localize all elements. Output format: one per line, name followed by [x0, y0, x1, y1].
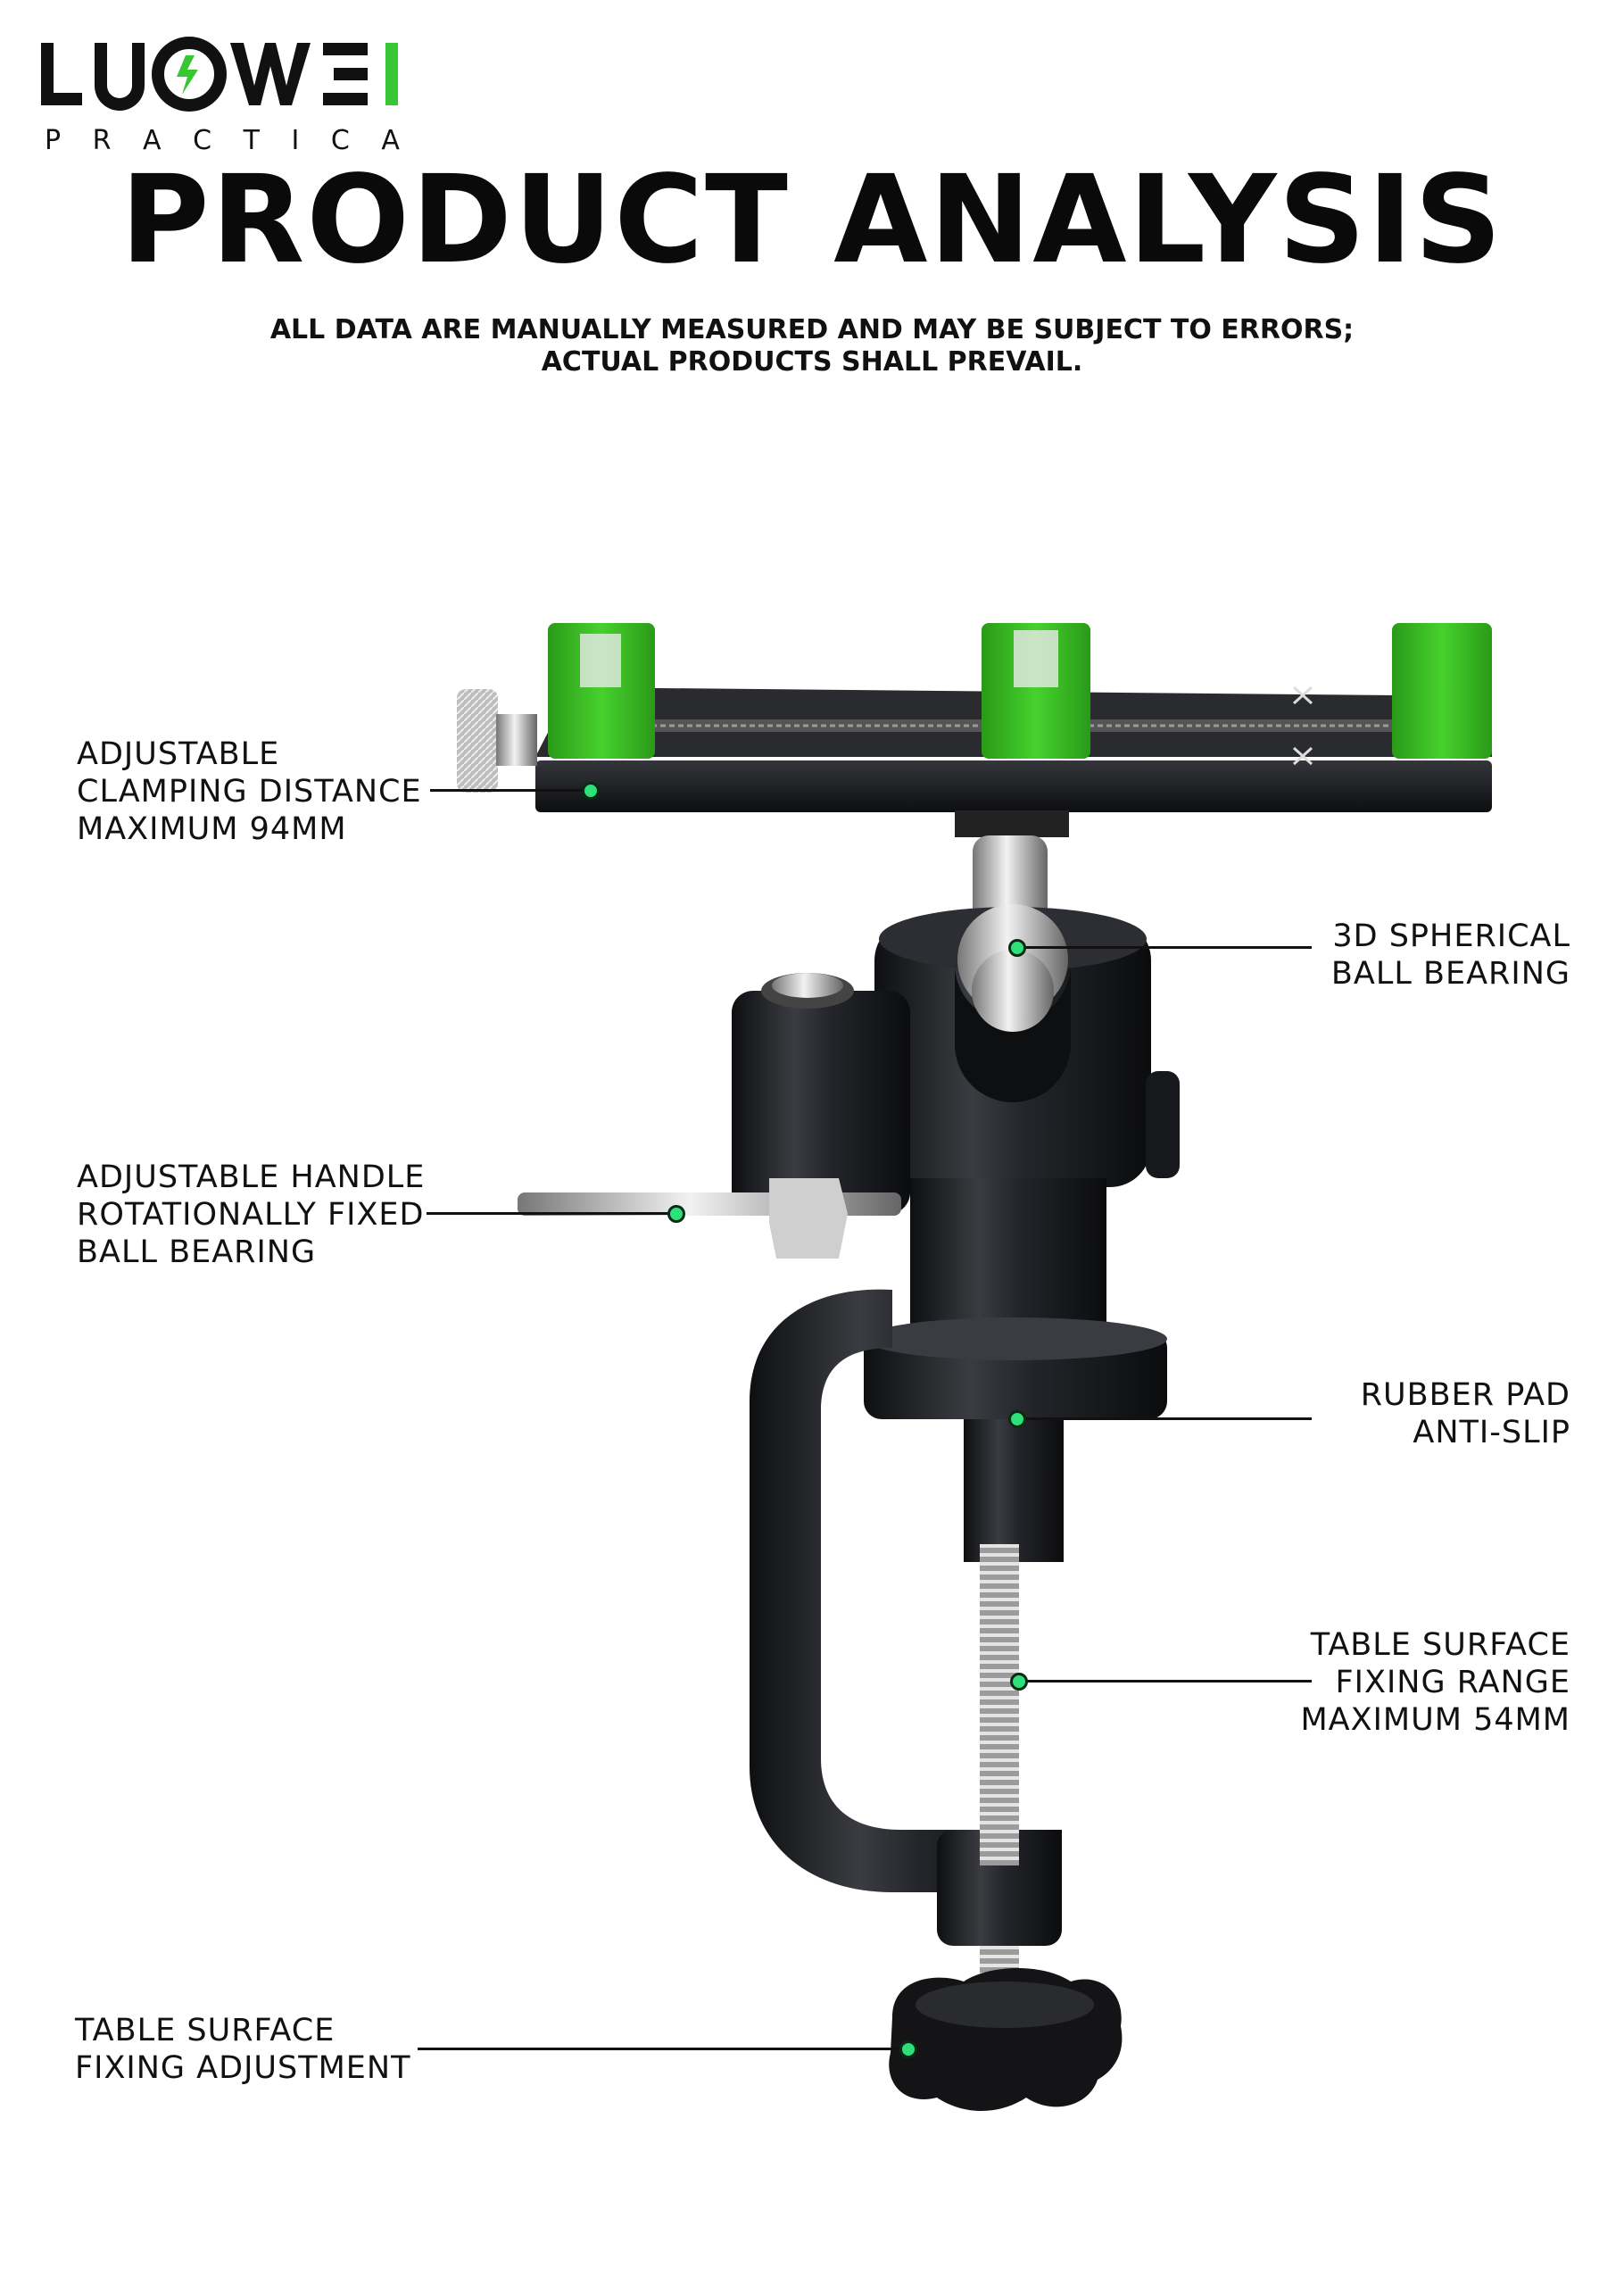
handle-block — [518, 973, 910, 1259]
marker-dot-fixing-adjustment — [899, 2040, 917, 2058]
disclaimer: ALL DATA ARE MANUALLY MEASURED AND MAY B… — [0, 314, 1624, 378]
tagline-letter: R — [92, 125, 113, 156]
tagline-letter: T — [243, 125, 261, 156]
callout-line-ball-bearing — [1017, 946, 1312, 949]
callout-fixing-adjustment: TABLE SURFACE FIXING ADJUSTMENT — [75, 2013, 411, 2086]
callout-rubber-pad: RUBBER PAD ANTI-SLIP — [1360, 1377, 1570, 1450]
star-knob — [889, 1968, 1123, 2111]
ball-joint — [874, 810, 1180, 1187]
callout-line-fixing-range — [1019, 1680, 1312, 1683]
brand-logo-block: P R A C T I C A — [39, 36, 414, 156]
marker-dot-fixing-range — [1010, 1673, 1028, 1691]
callout-clamping-distance: ADJUSTABLE CLAMPING DISTANCE MAXIMUM 94M… — [77, 736, 422, 847]
marker-dot-rubber-pad — [1008, 1410, 1026, 1428]
brand-tagline: P R A C T I C A — [45, 125, 402, 156]
tagline-letter: A — [143, 125, 163, 156]
tagline-letter: P — [45, 125, 63, 156]
disclaimer-line-1: ALL DATA ARE MANUALLY MEASURED AND MAY B… — [269, 314, 1355, 345]
tagline-letter: C — [330, 125, 352, 156]
luowei-logo-icon — [41, 37, 398, 112]
callout-line-fixing-adjustment — [418, 2048, 914, 2050]
tagline-letter: I — [291, 125, 302, 156]
tagline-letter: A — [381, 125, 402, 156]
column — [864, 1178, 1167, 1562]
callout-line-clamping — [430, 789, 591, 792]
threaded-rod — [980, 1544, 1019, 1999]
callout-line-handle — [427, 1212, 676, 1215]
tagline-letter: C — [193, 125, 214, 156]
c-clamp-frame — [750, 1289, 1062, 1946]
clamp-plate — [457, 623, 1492, 812]
marker-dot-handle — [667, 1205, 685, 1223]
marker-dot-clamping — [582, 782, 600, 800]
page-title: PRODUCT ANALYSIS — [120, 150, 1504, 291]
marker-dot-ball-bearing — [1008, 939, 1026, 957]
callout-adjustable-handle: ADJUSTABLE HANDLE ROTATIONALLY FIXED BAL… — [77, 1159, 426, 1270]
callout-fixing-range: TABLE SURFACE FIXING RANGE MAXIMUM 54MM — [1300, 1627, 1570, 1738]
callout-line-rubber-pad — [1017, 1417, 1312, 1420]
disclaimer-line-2: ACTUAL PRODUCTS SHALL PREVAIL. — [541, 346, 1083, 378]
callout-ball-bearing: 3D SPHERICAL BALL BEARING — [1330, 918, 1570, 992]
